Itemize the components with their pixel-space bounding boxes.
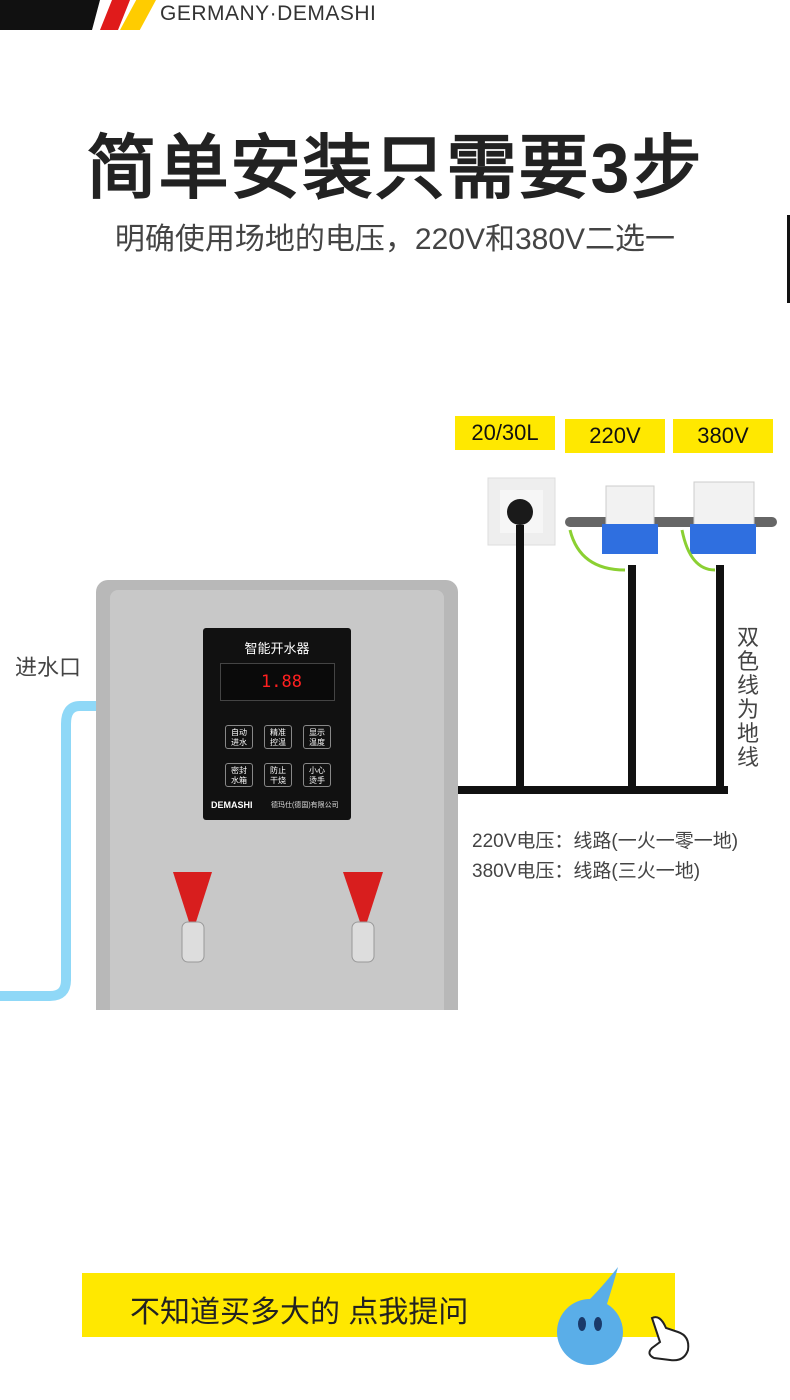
- breaker-3p-icon: [690, 481, 756, 554]
- brand-name: GERMANY·DEMASHI: [160, 2, 377, 25]
- panel-button[interactable]: 防止干烧: [264, 763, 292, 787]
- ask-text: 不知道买多大的 点我提问: [130, 1296, 469, 1329]
- panel-company: 德玛仕(德国)有限公司: [271, 802, 339, 809]
- 380v-tag: 380V: [673, 419, 773, 453]
- cables: [458, 525, 728, 794]
- breaker-2p-icon: [602, 485, 658, 554]
- wiring-illustration: [0, 477, 777, 1010]
- wiring-220v: 220V电压：线路(一火一零一地): [472, 831, 739, 852]
- panel-title: 智能开水器: [244, 641, 310, 656]
- panel-button[interactable]: 自动进水: [225, 725, 253, 749]
- water-drop-mascot-icon[interactable]: [552, 1262, 702, 1372]
- subtitle: 明确使用场地的电压，220V和380V二选一: [114, 223, 676, 256]
- wiring-380v: 380V电压：线路(三火一地): [472, 861, 701, 882]
- edge-line: [787, 215, 790, 303]
- ground-wire-label: 双色线为地线: [737, 625, 760, 770]
- pointer-hand-icon: [648, 1316, 690, 1362]
- faucet-right: [343, 872, 383, 963]
- water-pipe: [0, 701, 96, 1001]
- capacity-tag: 20/30L: [455, 416, 555, 450]
- panel-button[interactable]: 精准控温: [264, 725, 292, 749]
- display-digits: 1.88: [261, 672, 302, 692]
- panel-button[interactable]: 密封水箱: [225, 763, 253, 787]
- temperature-display: 1.88: [220, 663, 335, 701]
- 220v-tag: 220V: [565, 419, 665, 453]
- faucet-left: [173, 872, 212, 963]
- panel-logo: DEMASHI: [211, 800, 253, 810]
- header-bar: [0, 0, 100, 30]
- inlet-label: 进水口: [15, 655, 82, 680]
- panel-button[interactable]: 小心烫手: [303, 763, 331, 787]
- panel-button[interactable]: 显示温度: [303, 725, 331, 749]
- page-title: 简单安装只需要3步: [86, 129, 704, 207]
- control-panel: 智能开水器 1.88 自动进水 精准控温 显示温度 密封水箱 防止干烧 小心烫手…: [203, 628, 351, 820]
